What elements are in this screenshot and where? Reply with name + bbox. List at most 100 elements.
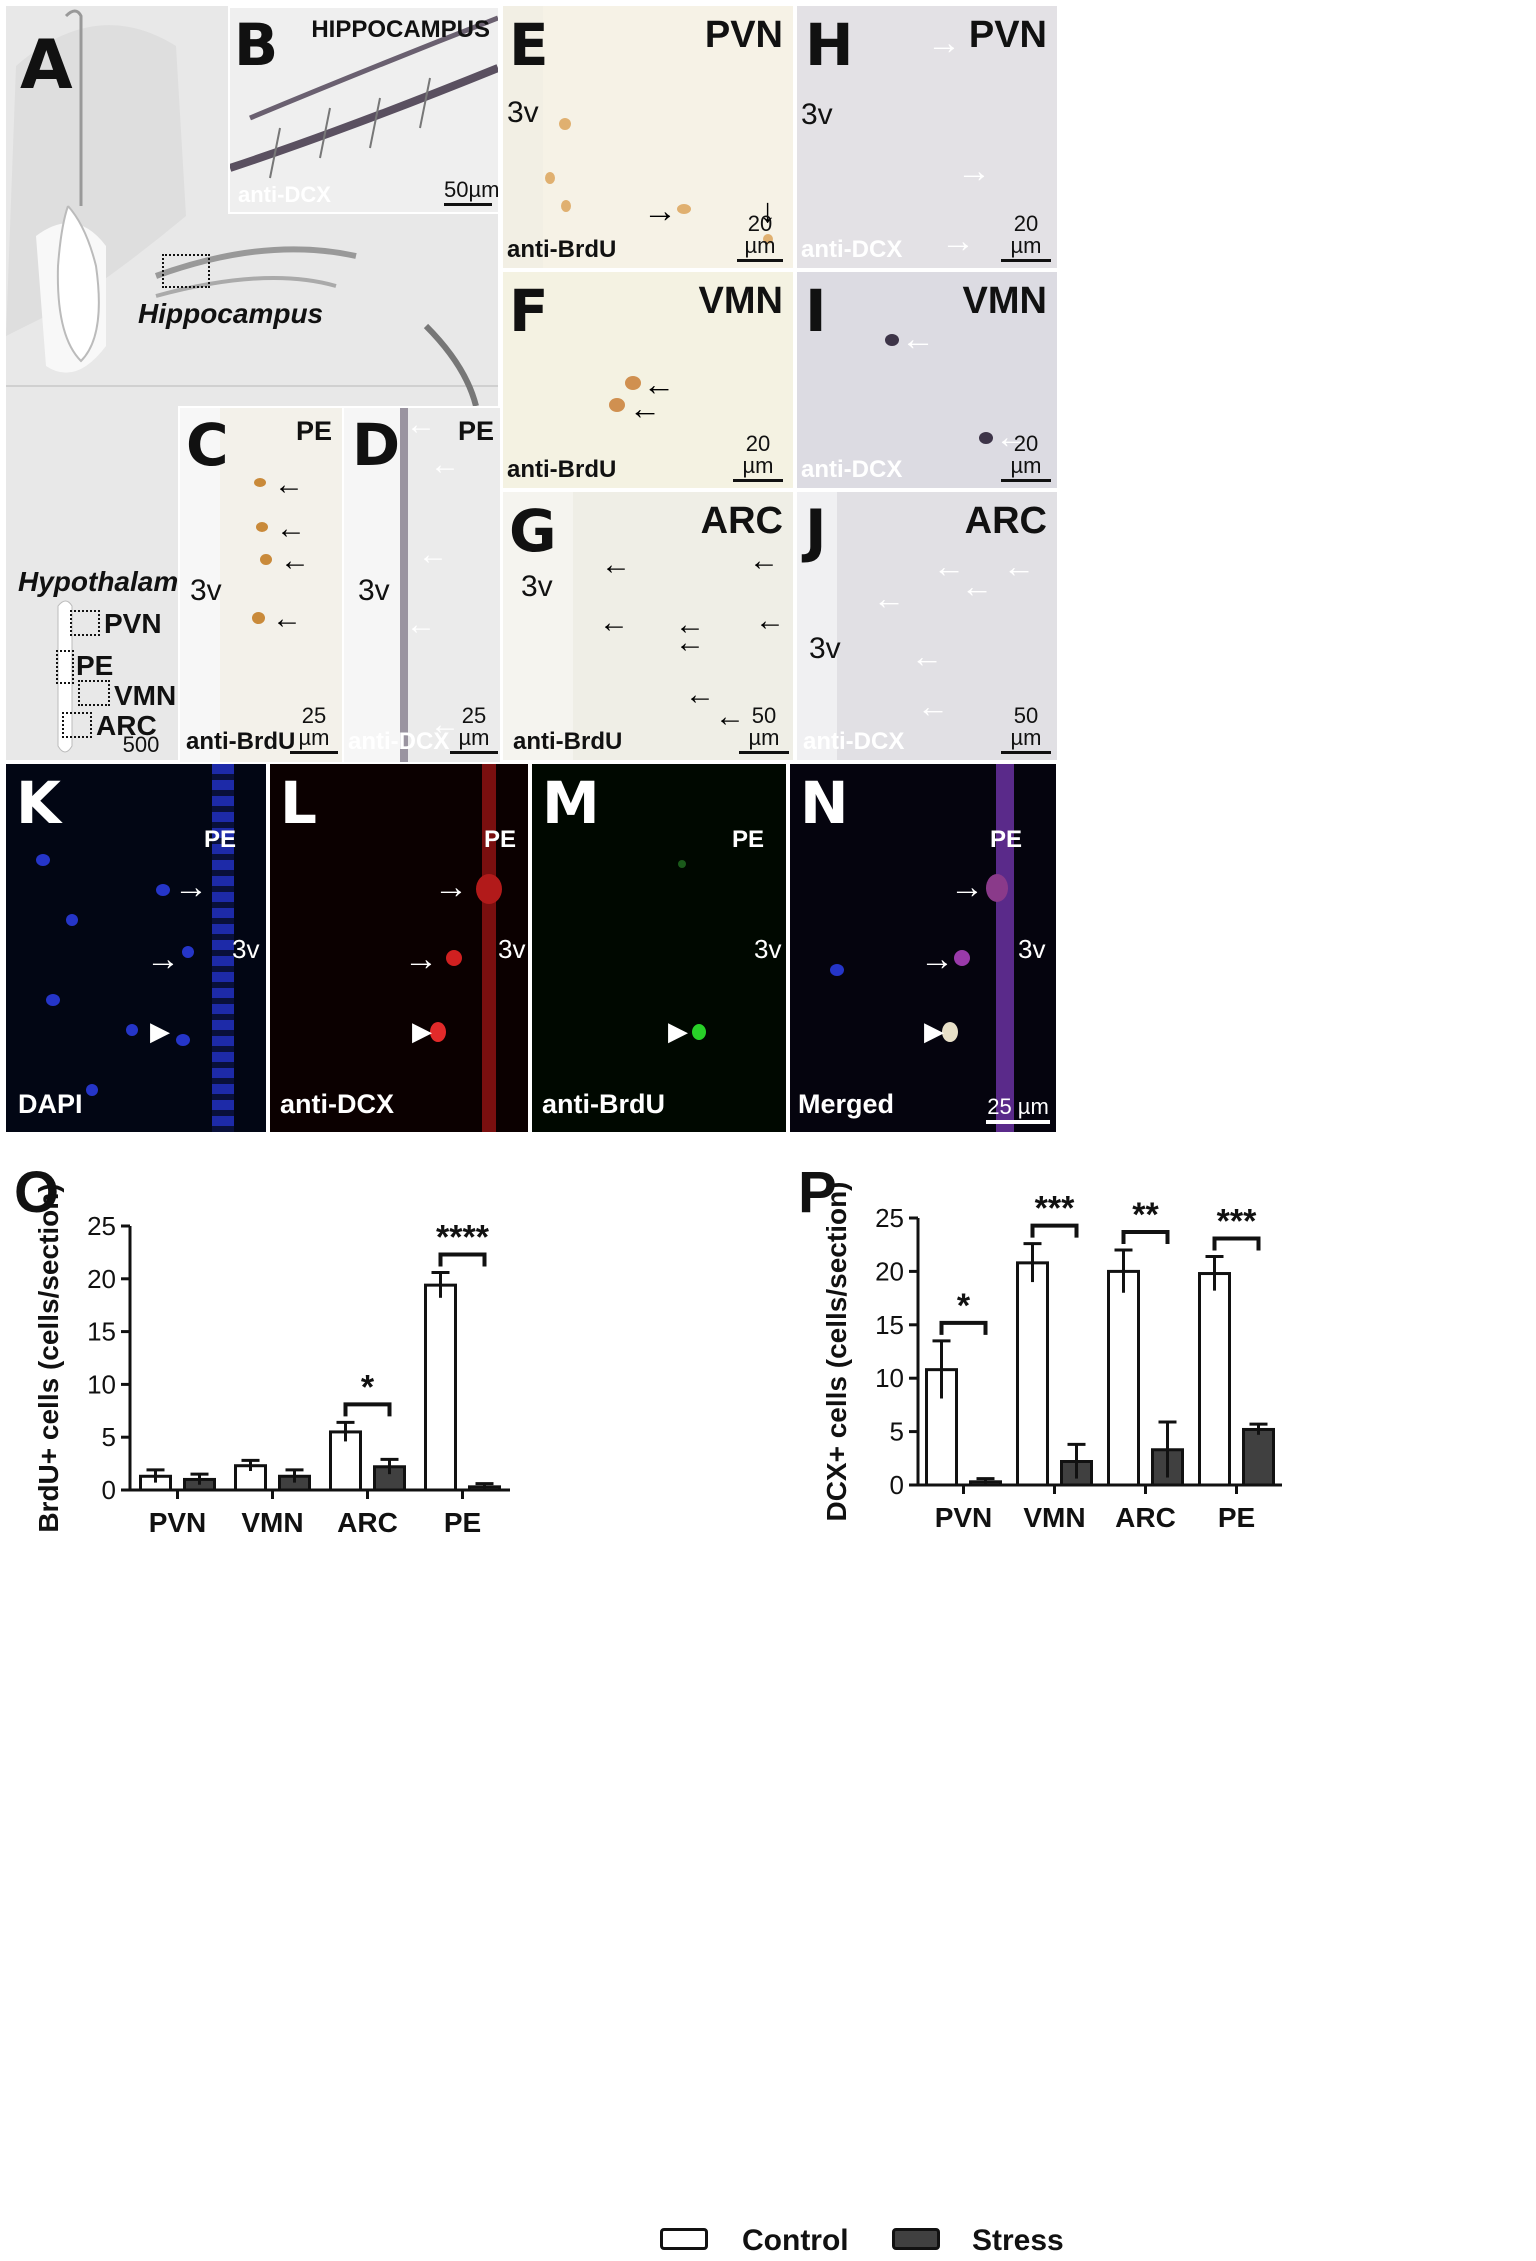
arrow-icon: ←	[675, 626, 705, 659]
arrow-icon: →	[927, 24, 961, 62]
brdu-cell	[260, 554, 272, 565]
region-label-f: VMN	[698, 280, 783, 322]
roi-label-pe: PE	[76, 650, 114, 681]
roi-label-pvn: PVN	[104, 608, 162, 639]
scale-bar-d: 25 µm	[450, 705, 498, 754]
scale-bar-e: 20 µm	[737, 213, 783, 262]
panel-l-dcx-fluor: L PE 3v → → ▶ anti-DCX	[270, 764, 528, 1132]
stain-label-h: anti-DCX	[801, 236, 903, 263]
region-label-i: VMN	[962, 280, 1047, 322]
dapi-nucleus	[46, 994, 60, 1006]
panel-label-f: F	[509, 277, 549, 345]
arrow-icon: ←	[629, 390, 661, 426]
ependymal-layer-merged	[996, 764, 1014, 1132]
stain-label-k: DAPI	[18, 1089, 83, 1119]
region-label-d: PE	[457, 416, 494, 446]
panel-label-i: I	[805, 277, 827, 345]
panel-label-l: L	[280, 769, 317, 837]
scale-bar-j: 50 µm	[1001, 705, 1051, 754]
region-label-n: PE	[990, 826, 1023, 853]
arrow-icon: ←	[715, 700, 745, 733]
arrow-icon: →	[957, 152, 991, 190]
arrow-icon: →	[146, 940, 180, 978]
chart-p-y-tick-label: 5	[890, 1417, 904, 1447]
chart-p-y-tick-label: 25	[875, 1203, 904, 1233]
chart-o-y-axis-label: BrdU+ cells (cells/section)	[33, 1183, 64, 1532]
ventricle-label-d: 3v	[358, 574, 390, 607]
ventricle-label-c: 3v	[190, 574, 222, 607]
arrow-icon: ←	[901, 320, 935, 358]
ventricle-label-k: 3v	[232, 934, 260, 964]
legend-swatch-stress	[892, 2228, 940, 2250]
chart-o-x-tick-label: PVN	[149, 1507, 207, 1538]
ventricle-label-g: 3v	[521, 570, 553, 603]
region-label-h: PVN	[968, 14, 1047, 56]
chart-o-x-tick-label: PE	[444, 1507, 481, 1538]
panel-label-j: J	[805, 497, 827, 565]
chart-p-significance-label: ***	[1217, 1202, 1257, 1240]
arrow-icon: →	[950, 868, 984, 906]
brdu-cell	[625, 376, 641, 390]
ventricle-label-e: 3v	[507, 96, 539, 129]
arrowhead-icon: ▶	[924, 1016, 944, 1046]
region-label-g: ARC	[700, 500, 783, 542]
panel-label-g: G	[509, 497, 557, 565]
arrow-icon: ←	[995, 418, 1029, 456]
panel-label-k: K	[16, 769, 61, 837]
brdu-cell	[678, 860, 686, 868]
arrow-icon: ←	[430, 448, 460, 481]
chart-o-y-tick-label: 0	[102, 1475, 116, 1505]
panel-label-o: O	[14, 1160, 59, 1225]
brdu-cell	[256, 522, 268, 532]
stain-label-l: anti-DCX	[280, 1089, 394, 1119]
stain-label-j: anti-DCX	[803, 728, 905, 755]
region-label-j: ARC	[964, 500, 1047, 542]
scale-bar-h: 20 µm	[1001, 213, 1051, 262]
chart-p-x-tick-label: PVN	[935, 1502, 993, 1533]
merged-cell	[830, 964, 844, 976]
scale-bar-b: 50µm	[444, 179, 498, 206]
chart-o-y-tick-label: 25	[87, 1211, 116, 1241]
region-label-c: PE	[295, 416, 332, 446]
arrowhead-icon: ▶	[150, 1016, 170, 1046]
stain-label-g: anti-BrdU	[513, 728, 623, 755]
arrow-icon: ←	[430, 708, 460, 741]
legend-swatch-control	[660, 2228, 708, 2250]
arrow-icon: ←	[406, 608, 436, 641]
arrow-icon: ←	[911, 638, 943, 674]
panel-label-a: A	[20, 26, 73, 105]
arrow-icon: →	[920, 940, 954, 978]
chart-p-significance-label: **	[1132, 1196, 1159, 1234]
dcx-cell	[476, 874, 502, 904]
region-hippocampus: HIPPOCAMPUS	[311, 16, 490, 43]
brdu-cell	[545, 172, 555, 184]
arrow-icon: ←	[599, 606, 629, 639]
arrow-icon: ←	[276, 512, 306, 545]
arrow-icon: ←	[749, 544, 779, 577]
scale-bar-a: 500 µm	[110, 734, 172, 761]
pvn-roi-box	[70, 610, 100, 636]
dcx-cell	[446, 950, 462, 966]
ventricle-label-l: 3v	[498, 934, 526, 964]
dcx-cell	[979, 432, 993, 444]
scale-bar-g: 50 µm	[739, 705, 789, 754]
arrow-icon: →	[404, 940, 438, 978]
arrow-icon: ←	[933, 548, 965, 584]
legend-label-control: Control	[742, 2224, 849, 2257]
ventricle-label-h: 3v	[801, 98, 833, 131]
panel-f-vmn-brdu: F VMN ← ← anti-BrdU 20 µm	[503, 272, 793, 488]
panel-label-n: N	[800, 769, 849, 837]
chart-p-y-tick-label: 10	[875, 1363, 904, 1393]
stain-label-d: anti-DCX	[348, 728, 450, 755]
chart-p-significance-bracket	[1121, 1230, 1170, 1245]
arrow-icon: →	[643, 192, 677, 230]
chart-o-y-tick-label: 5	[102, 1422, 116, 1452]
arrow-icon: ←	[601, 548, 631, 581]
merged-cell	[986, 874, 1008, 902]
ventricle-label-j: 3v	[809, 632, 841, 665]
chart-p-y-tick-label: 20	[875, 1256, 904, 1286]
ventricle-g	[503, 492, 573, 760]
panel-j-arc-dcx: J ARC 3v ← ← ← ← ← ← anti-DCX 50 µm	[797, 492, 1057, 760]
chart-o-significance-bracket	[343, 1402, 392, 1417]
